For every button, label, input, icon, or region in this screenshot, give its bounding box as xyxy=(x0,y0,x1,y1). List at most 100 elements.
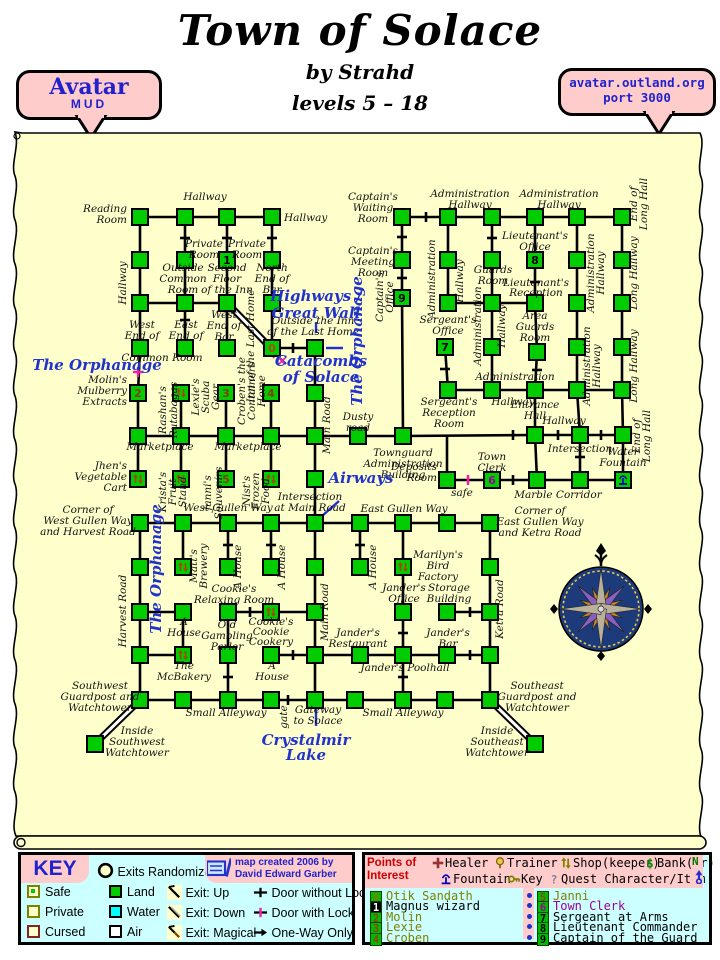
poi-name: Magnus wizard xyxy=(386,899,480,914)
room-label: Room xyxy=(405,472,437,484)
room-label: A xyxy=(267,660,276,672)
room-label: Frozen xyxy=(250,472,262,510)
poi-key-item: Trainer xyxy=(493,856,558,870)
room-label: Building xyxy=(426,593,472,605)
key-item: Air xyxy=(109,925,142,939)
key-item-label: Door without Lock xyxy=(268,886,372,900)
room-label: Cookie's xyxy=(212,583,257,595)
poi-key-label: Quest Character/Item xyxy=(561,872,706,886)
room-label: A House xyxy=(276,545,288,591)
room-label: Rashan's xyxy=(157,385,169,434)
safe-swatch-icon xyxy=(27,885,40,898)
map-room xyxy=(613,208,631,226)
map-room xyxy=(129,384,147,402)
key-item: Door without Lock xyxy=(253,885,372,900)
room-label: Meeting xyxy=(350,256,396,268)
map-room xyxy=(394,427,412,445)
map-room xyxy=(174,558,192,576)
map-room xyxy=(439,208,457,226)
room-number-marker: 1 xyxy=(223,254,231,267)
poi-number-badge: 8 xyxy=(537,922,549,936)
room-label: Room xyxy=(357,213,389,225)
room-label: East xyxy=(173,319,198,331)
room-label: Hallway xyxy=(117,260,129,305)
room-label: Office xyxy=(432,325,464,337)
room-label: End of xyxy=(628,185,640,223)
room-label: End of xyxy=(206,320,244,332)
room-label: Guardpost and xyxy=(61,691,140,703)
key-item-label: Safe xyxy=(45,885,71,899)
room-label: Room xyxy=(357,267,389,279)
poi-name: Town Clerk xyxy=(553,899,626,914)
room-label: Building xyxy=(380,469,426,481)
page-title: Town of Solace xyxy=(177,6,543,55)
room-label: Long Hall xyxy=(638,178,650,231)
map-room xyxy=(483,471,501,489)
map-room xyxy=(174,646,192,664)
room-label: Hallway xyxy=(490,396,535,408)
room-label: Reception xyxy=(508,287,563,299)
map-room xyxy=(219,646,237,664)
bubble-tail-icon xyxy=(74,115,108,141)
room-label: Lexie's xyxy=(190,378,202,417)
shopkeeper-icon xyxy=(176,388,181,392)
door-icon xyxy=(253,887,268,898)
room-label: End of xyxy=(631,417,643,455)
map-room xyxy=(483,251,501,269)
room-label: of the Last Home xyxy=(267,326,359,338)
room-label: Jander's xyxy=(424,627,470,639)
poi-key-item: Healer xyxy=(431,856,488,870)
room-label: Captain's xyxy=(348,191,399,203)
poi-header-strip xyxy=(365,855,703,888)
poi-dot-icon xyxy=(527,934,532,940)
exit-up-icon xyxy=(167,885,182,900)
key-item: Private xyxy=(27,905,84,919)
map-room xyxy=(262,470,280,488)
map-room xyxy=(481,514,499,532)
room-number-marker: 2 xyxy=(134,387,142,400)
room-label: Room xyxy=(95,214,127,226)
room-label: Guards xyxy=(474,264,513,276)
map-room xyxy=(483,338,501,356)
map-room xyxy=(174,691,192,709)
fountain-icon xyxy=(618,475,628,480)
key-item-label: Exit: Down xyxy=(182,906,246,920)
room-label: Floor xyxy=(212,273,242,285)
land-swatch-icon xyxy=(109,885,122,898)
room-label: Watchtower xyxy=(105,747,170,759)
room-label: Long Hallway xyxy=(628,235,640,310)
area-label: The Orphanage xyxy=(348,276,366,406)
map-room xyxy=(571,426,589,444)
map-room xyxy=(438,646,456,664)
poi-name: Lieutenant Commander xyxy=(553,920,698,935)
room-label: Bar xyxy=(262,284,283,296)
map-room xyxy=(568,294,586,312)
room-number-marker: 8 xyxy=(531,254,539,267)
room-label: The xyxy=(174,660,194,672)
map-room xyxy=(131,558,149,576)
room-label: Bar xyxy=(214,331,235,343)
poi-name: Croben xyxy=(386,930,430,945)
map-room xyxy=(217,384,235,402)
levels-subtitle: levels 5 – 18 xyxy=(291,91,429,115)
room-label: Relaxing Room xyxy=(193,594,274,606)
room-label: Water xyxy=(607,446,640,458)
poi-key-label: Healer xyxy=(445,856,489,870)
room-label: McBakery xyxy=(156,671,212,683)
map-room xyxy=(306,603,324,621)
room-label: Stand xyxy=(177,476,189,507)
shopkeeper-icon xyxy=(181,394,186,398)
stair-exit xyxy=(493,703,532,741)
map-room xyxy=(218,251,236,269)
room-label: Administration xyxy=(429,188,510,200)
room-label: Old xyxy=(218,619,237,631)
room-label: Cookie's xyxy=(249,616,294,628)
map-room xyxy=(439,251,457,269)
room-number-marker: 7 xyxy=(441,341,449,354)
poi-number-badge: 3 xyxy=(370,922,382,936)
poi-key-item: Fountain xyxy=(439,872,511,886)
